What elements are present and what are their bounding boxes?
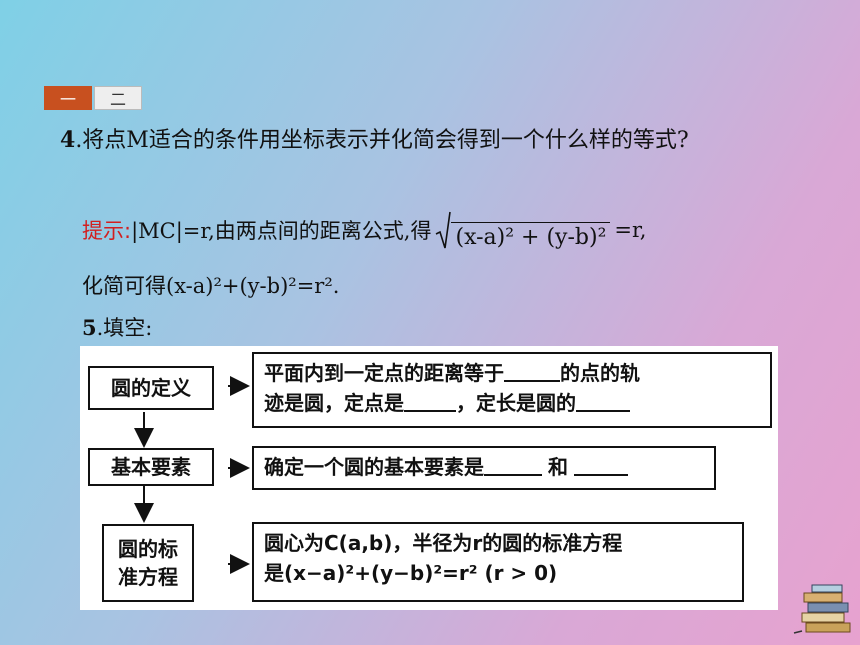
hint-line: 提示: |MC|=r,由两点间的距离公式,得 (x-a)² + (y-b)² =… [82,210,646,250]
equation-line-2: 是(x−a)²+(y−b)²=r² (r > 0) [264,561,558,585]
sqrt-radicand: (x-a)² + (y-b)² [451,222,611,250]
question-4: 4.将点M适合的条件用坐标表示并化简会得到一个什么样的等式? [60,122,795,159]
simplify-line: 化简可得(x-a)²+(y-b)²=r². [82,274,340,298]
blank-4[interactable] [484,452,542,476]
tab-1[interactable]: 一 [44,86,92,110]
definition-content-box: 平面内到一定点的距离等于的点的轨 迹是圆，定点是，定长是圆的 [252,352,772,428]
hint-text-1: |MC|=r,由两点间的距离公式,得 [131,219,432,243]
question-4-number: 4 [60,127,76,153]
tab-2[interactable]: 二 [94,86,142,110]
question-4-text: .将点M适合的条件用坐标表示并化简会得到一个什么样的等式? [75,128,689,153]
definition-line-1: 平面内到一定点的距离等于的点的轨 [264,358,760,388]
question-5: 5.填空: [82,312,152,342]
blank-1[interactable] [504,358,560,382]
books-decoration-icon [793,584,851,634]
blank-5[interactable] [574,452,628,476]
hint-label: 提示: [82,219,132,243]
sqrt-expression: (x-a)² + (y-b)² [435,210,611,250]
blank-2[interactable] [404,388,456,412]
radical-sign-icon [436,211,452,249]
elements-label-box: 基本要素 [88,448,214,486]
diagram-arrows [134,376,250,574]
equation-content-box: 圆心为C(a,b)，半径为r的圆的标准方程 是(x−a)²+(y−b)²=r² … [252,522,744,602]
definition-line-2: 迹是圆，定点是，定长是圆的 [264,388,760,418]
question-5-text: .填空: [96,316,153,340]
hint-text-2: =r, [614,218,647,242]
definition-label-box: 圆的定义 [88,366,214,410]
elements-content-box: 确定一个圆的基本要素是和 [252,446,716,490]
equation-line-1: 圆心为C(a,b)，半径为r的圆的标准方程 [264,531,623,555]
equation-label-box: 圆的标 准方程 [102,524,194,602]
section-tabs: 一 二 [44,86,142,110]
question-5-number: 5 [82,315,97,340]
blank-3[interactable] [576,388,630,412]
concept-diagram: 圆的定义 平面内到一定点的距离等于的点的轨 迹是圆，定点是，定长是圆的 基本要素… [80,346,778,610]
